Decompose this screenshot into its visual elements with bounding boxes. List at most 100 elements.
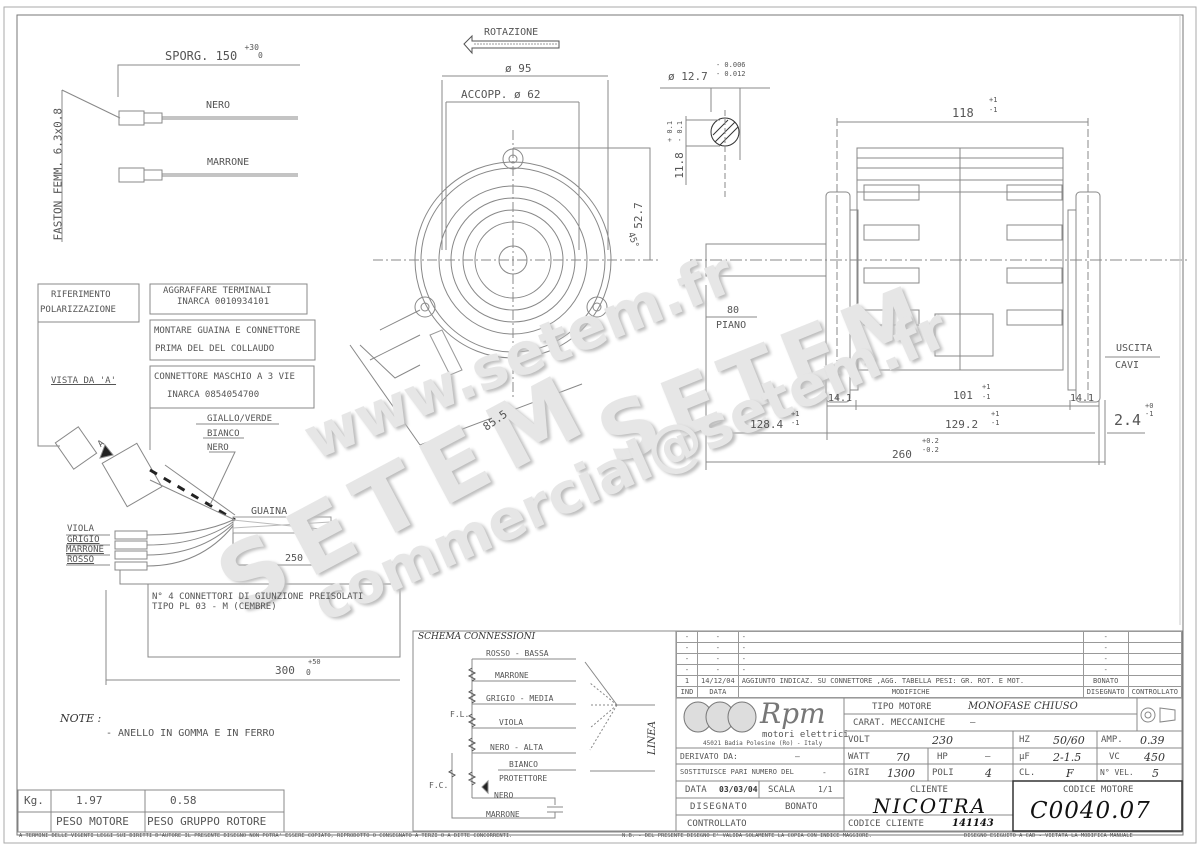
rev-controllato (1127, 675, 1183, 687)
dim-128-4-tol-up: +1 (791, 410, 800, 418)
shaft-flat-tol-low: - 0.1 (676, 120, 685, 143)
poli-value: 4 (985, 767, 992, 780)
carat-value: — (970, 718, 976, 728)
cliente-label: CLIENTE (910, 785, 948, 795)
dim-14-1-left: 14.1 (828, 393, 853, 404)
rotation-arrow-icon (463, 34, 560, 55)
rev-ind: - (676, 642, 698, 654)
schema-line-marrone: MARRONE (495, 671, 529, 680)
hz-value: 50/60 (1053, 734, 1085, 747)
schema-line-marrone-2: MARRONE (486, 810, 520, 819)
rev-disegnato: - (1082, 642, 1129, 654)
giunzione-line1: N° 4 CONNETTORI DI GIUNZIONE PREISOLATI (152, 592, 364, 602)
scala-label: SCALA (768, 785, 796, 795)
rif-polarizzazione-line1: RIFERIMENTO (51, 290, 111, 300)
montare-line1: MONTARE GUAINA E CONNETTORE (154, 326, 301, 336)
sporg-tol-up: +30 (244, 43, 259, 52)
rev-modifiche: - (737, 631, 1084, 643)
dim-2-4-tol-up: +0 (1145, 402, 1154, 410)
logo-address: 45021 Badia Polesine (Ro) - Italy (703, 740, 823, 747)
rev-modifiche: - (737, 642, 1084, 654)
dim-300-tol-up: +50 (308, 658, 321, 666)
wire-bianco: BIANCO (207, 429, 240, 439)
rev-modifiche: - (737, 653, 1084, 665)
rotation-label: ROTAZIONE (484, 27, 539, 38)
schema-fc-label: F.C. (429, 781, 449, 790)
schema-line-nero: NERO (494, 791, 514, 800)
dim-128-4-tol-low: -1 (791, 419, 800, 427)
schema-line-nero-alta: NERO - ALTA (490, 743, 543, 752)
rev-header-disegnato: DISEGNATO (1082, 686, 1129, 698)
motor-symbol-icon (1138, 699, 1182, 731)
dim-300: 300 (275, 664, 295, 677)
montare-line2: PRIMA DEL DEL COLLAUDO (155, 344, 275, 354)
controllato-label: CONTROLLATO (687, 819, 747, 829)
cl-label: CL. (1019, 768, 1036, 778)
schema-title: SCHEMA CONNESSIONI (418, 632, 536, 642)
rev-modifiche: - (737, 664, 1084, 676)
cavi-label: CAVI (1115, 360, 1140, 371)
carat-label: CARAT. MECCANICHE (853, 718, 946, 728)
revision-row: - - - - (676, 664, 1183, 676)
dim-52-7: 52.7 (631, 202, 645, 229)
side-wire-marrone: MARRONE (66, 545, 104, 555)
volt-value: 230 (932, 734, 953, 747)
rev-data: - (697, 642, 739, 654)
dim-diam-95: ø 95 (505, 62, 532, 75)
shaft-diameter: ø 12.7 (668, 70, 708, 83)
side-wire-rosso: ROSSO (67, 555, 95, 565)
disegnato-value: BONATO (785, 802, 818, 812)
dim-128-4: 128.4 (750, 418, 784, 431)
rev-ind: - (676, 664, 698, 676)
side-wire-grigio: GRIGIO (67, 535, 100, 545)
dim-2-4-tol-low: -1 (1145, 410, 1154, 418)
weight-motor-value: 1.97 (76, 794, 103, 807)
poli-label: POLI (932, 768, 954, 778)
revision-header-row: IND DATA MODIFICHE DISEGNATO CONTROLLATO (676, 686, 1183, 698)
revision-row: 1 14/12/04 AGGIUNTO INDICAZ. SU CONNETTO… (676, 675, 1183, 687)
hz-label: HZ (1019, 735, 1030, 745)
tipo-motore-value: MONOFASE CHIUSO (968, 701, 1078, 712)
rif-polarizzazione-line2: POLARIZZAZIONE (40, 305, 116, 315)
connettore-line1: CONNETTORE MASCHIO A 3 VIE (154, 372, 295, 382)
schema-line-bianco: BIANCO (509, 760, 538, 769)
dim-260-tol-up: +0.2 (922, 437, 939, 445)
dim-118-tol-low: -1 (989, 106, 998, 114)
footer-cad: DISEGNO ESEGUITO A CAD - VIETATA LA MODI… (964, 833, 1133, 839)
wire-label-marrone-top: MARRONE (207, 157, 250, 168)
codice-motore-value: C0040.07 (1030, 798, 1151, 824)
dim-260: 260 (892, 448, 912, 461)
schema-linea-label: LINEA (646, 721, 658, 755)
rev-controllato (1127, 642, 1183, 654)
weight-rotor-label: PESO GRUPPO ROTORE (147, 815, 267, 828)
sostituisce-value: - (822, 768, 827, 777)
aggraffare-line1: AGGRAFFARE TERMINALI (163, 286, 272, 296)
volt-label: VOLT (848, 735, 870, 745)
sporg-dimension: SPORG. 150 +30 (165, 44, 259, 63)
amp-label: AMP. (1101, 735, 1123, 745)
rev-disegnato: - (1082, 653, 1129, 665)
shaft-tol-low: - 0.012 (716, 70, 746, 78)
giri-label: GIRI (848, 768, 870, 778)
rev-ind: - (676, 631, 698, 643)
sostituisce-label: SOSTITUISCE PARI NUMERO DEL (680, 768, 794, 776)
vc-value: 450 (1144, 751, 1165, 764)
rev-data: - (697, 653, 739, 665)
dim-2-4: 2.4 (1114, 411, 1142, 429)
rev-ind: 1 (676, 675, 698, 687)
piano-value: 80 (727, 305, 740, 316)
dim-118: 118 (952, 106, 974, 120)
schema-line-protettore: PROTETTORE (499, 774, 548, 783)
dim-129-2-tol-low: -1 (991, 419, 1000, 427)
cliente-value: NICOTRA (873, 794, 987, 818)
giri-value: 1300 (887, 767, 915, 780)
dim-14-1-right: 14.1 (1070, 393, 1095, 404)
uf-label: µF (1019, 752, 1030, 762)
dim-300-tol-low: 0 (306, 668, 311, 677)
dim-250: 250 (285, 553, 304, 564)
logo-subtitle: motori elettrici (762, 730, 849, 740)
data-value: 03/03/04 (719, 785, 758, 794)
hp-label: HP (937, 752, 948, 762)
weight-motor-label: PESO MOTORE (56, 815, 129, 828)
dim-101-tol-up: +1 (982, 383, 991, 391)
